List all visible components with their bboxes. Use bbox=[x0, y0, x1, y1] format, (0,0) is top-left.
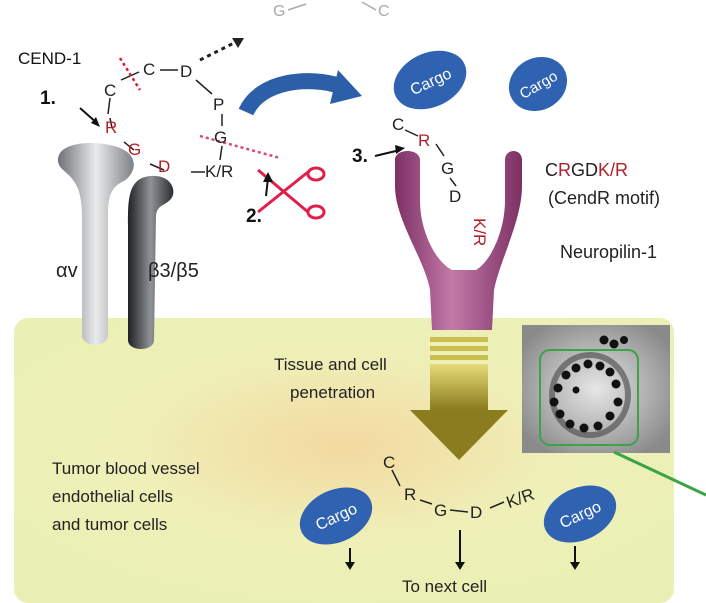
bound-d: D bbox=[449, 187, 461, 206]
motif-label-line1: CRGDK/R bbox=[545, 160, 628, 180]
tumor-label-line1: Tumor blood vessel bbox=[52, 459, 200, 478]
neuropilin-label: Neuropilin-1 bbox=[560, 242, 657, 262]
motif-gd: GD bbox=[571, 160, 598, 180]
cargo-bottom-left: Cargo bbox=[299, 487, 373, 545]
fragment-c: C bbox=[378, 3, 390, 20]
bound-g: G bbox=[441, 159, 454, 178]
res-p: P bbox=[213, 95, 224, 114]
motif-label-line2: (CendR motif) bbox=[548, 188, 660, 208]
fragment-release-arrow-head bbox=[232, 38, 244, 48]
released-peptide: C R G D K/R bbox=[383, 453, 537, 522]
penetration-label-line1: Tissue and cell bbox=[274, 355, 387, 374]
step-2-label: 2. bbox=[246, 206, 262, 227]
integrin-alpha-label: αv bbox=[56, 260, 78, 282]
motif-kr: K/R bbox=[598, 160, 628, 180]
fragment-g: G bbox=[273, 3, 285, 20]
released-fragment: G C bbox=[273, 1, 390, 20]
released-r: R bbox=[404, 485, 416, 504]
bound-kr: K/R bbox=[470, 218, 489, 246]
res-kr: K/R bbox=[205, 162, 233, 181]
micrograph-connector bbox=[613, 450, 706, 497]
tumor-label-line2: endothelial cells bbox=[52, 487, 173, 506]
down-arrow-heads bbox=[345, 562, 580, 570]
released-peptide-bonds bbox=[391, 469, 505, 513]
penetration-label-line2: penetration bbox=[290, 383, 375, 402]
step-3-pointer-head bbox=[395, 145, 405, 154]
gold-particles bbox=[549, 335, 628, 433]
cend1-label: CEND-1 bbox=[18, 49, 81, 68]
bound-r: R bbox=[418, 131, 430, 150]
cend1-bonds bbox=[107, 69, 223, 173]
step-3-label: 3. bbox=[352, 146, 368, 167]
micrograph-highlight bbox=[539, 349, 639, 446]
step-1-pointer-head bbox=[91, 117, 100, 127]
transfer-arrow-head bbox=[330, 70, 362, 104]
res-g: G bbox=[214, 128, 227, 147]
cargo-top-1: Cargo bbox=[393, 50, 467, 110]
motif-r: R bbox=[558, 160, 571, 180]
neuropilin-1-receptor bbox=[395, 151, 522, 330]
next-cell-label: To next cell bbox=[402, 577, 487, 596]
cleavage-site-1 bbox=[118, 57, 142, 91]
bound-peptide: C R G D K/R bbox=[392, 115, 489, 246]
cargo-bottom-right: Cargo bbox=[543, 485, 617, 543]
step-1-label: 1. bbox=[40, 88, 56, 109]
res-c2: C bbox=[143, 60, 155, 79]
res-c1: C bbox=[104, 81, 116, 100]
cargo-top-2: Cargo bbox=[508, 56, 568, 112]
res-r: R bbox=[105, 118, 117, 137]
fragment-release-arrow bbox=[199, 40, 237, 62]
vesicle-outline bbox=[549, 352, 631, 438]
res-d2: D bbox=[158, 157, 170, 176]
res-g2: G bbox=[128, 140, 141, 159]
transfer-arrow bbox=[238, 73, 343, 116]
step-2-pointer-head bbox=[263, 172, 273, 182]
down-arrows bbox=[349, 530, 576, 562]
motif-c: C bbox=[545, 160, 558, 180]
released-c: C bbox=[383, 453, 395, 472]
released-g: G bbox=[434, 501, 447, 520]
tumor-label-line3: and tumor cells bbox=[52, 515, 167, 534]
bound-c: C bbox=[392, 115, 404, 134]
tumor-tissue-region bbox=[14, 318, 674, 603]
penetration-arrow bbox=[410, 337, 508, 460]
integrin-alpha-v bbox=[58, 143, 134, 345]
bound-peptide-bonds bbox=[404, 129, 457, 187]
released-d: D bbox=[470, 503, 482, 522]
res-d: D bbox=[180, 62, 192, 81]
integrin-beta bbox=[128, 175, 174, 349]
cend1-residues: C C D P G K/R R G D bbox=[104, 60, 233, 181]
cleavage-site-2 bbox=[199, 134, 281, 160]
integrin-beta-label: β3/β5 bbox=[148, 260, 199, 282]
